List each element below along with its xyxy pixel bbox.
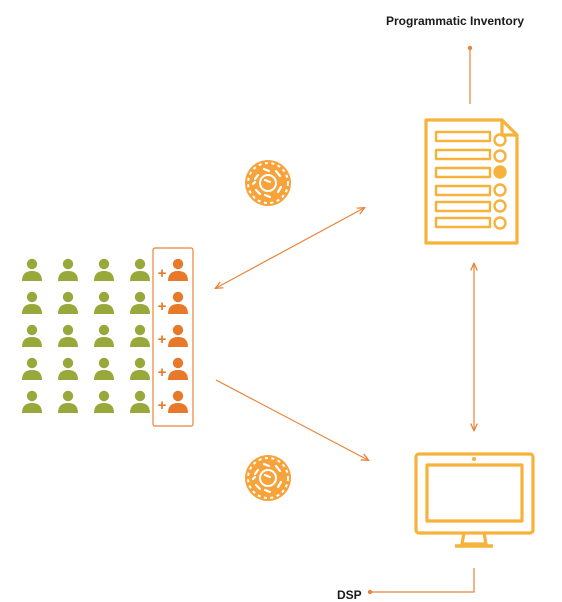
person-icon: [22, 258, 42, 281]
monitor-icon: [414, 452, 535, 548]
person-icon: [94, 390, 114, 413]
plus-sign: +: [158, 331, 167, 348]
person-icon: [168, 324, 188, 347]
person-icon: [94, 357, 114, 380]
server-list-icon: [424, 118, 519, 245]
person-icon: [22, 291, 42, 314]
programmatic-inventory-label: Programmatic Inventory: [386, 14, 525, 28]
connector-inventory-label: [467, 45, 473, 104]
person-icon: [58, 291, 78, 314]
plus-sign: +: [158, 364, 167, 381]
cookie-icon: [245, 455, 291, 501]
highlight-column-frame: [152, 247, 194, 427]
arrow-audience-to-inventory: [216, 208, 364, 288]
person-icon: [168, 357, 188, 380]
person-icon: [58, 258, 78, 281]
plus-sign: +: [158, 397, 167, 414]
person-icon: [58, 324, 78, 347]
person-icon: [130, 258, 150, 281]
person-icon: [58, 357, 78, 380]
person-icon: [168, 390, 188, 413]
dsp-label: DSP: [337, 588, 362, 602]
person-icon: [22, 357, 42, 380]
person-icon: [168, 258, 188, 281]
audience-grid: + + + + +: [22, 258, 188, 414]
person-icon: [130, 357, 150, 380]
person-icon: [22, 390, 42, 413]
connector-dsp-label: [367, 568, 475, 595]
person-icon: [58, 390, 78, 413]
plus-sign: +: [158, 298, 167, 315]
person-icon: [168, 291, 188, 314]
plus-sign: +: [158, 265, 167, 282]
person-icon: [130, 291, 150, 314]
person-icon: [94, 291, 114, 314]
arrow-audience-to-dsp: [215, 379, 368, 460]
person-icon: [130, 324, 150, 347]
person-icon: [94, 258, 114, 281]
person-icon: [22, 324, 42, 347]
person-icon: [94, 324, 114, 347]
cookie-icon: [245, 160, 291, 206]
person-icon: [130, 390, 150, 413]
